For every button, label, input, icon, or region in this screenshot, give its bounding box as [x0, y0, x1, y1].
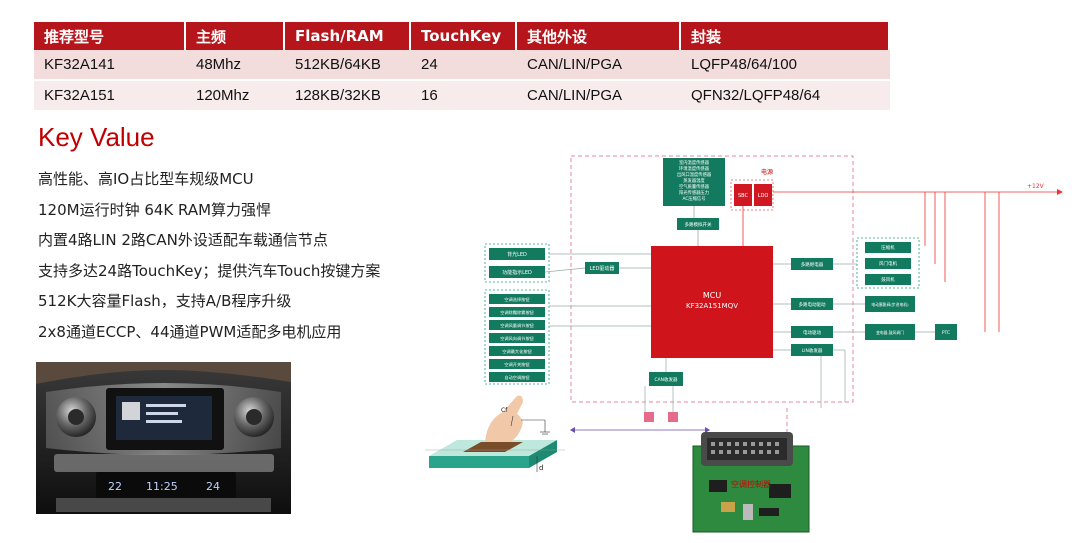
table-row: KF32A151 120Mhz 128KB/32KB 16 CAN/LIN/PG… — [34, 81, 890, 110]
ecu-board-illustration: 空调控制器 — [692, 432, 810, 533]
spec-table: 推荐型号 主频 Flash/RAM TouchKey 其他外设 封装 KF32A… — [34, 22, 890, 110]
sensor-text: 环境温度传感器 — [679, 165, 710, 172]
ac-button-label: 自动空调按钮 — [504, 374, 529, 381]
column-header: 推荐型号 — [34, 22, 186, 50]
sensor-text: 室内温度传感器 — [679, 159, 710, 166]
motor-label: 电动膨胀阀(步进电机) — [871, 302, 909, 307]
led-label: 背光LED — [507, 251, 527, 258]
ldo-label: LDO — [758, 193, 769, 199]
table-cell: 16 — [411, 81, 517, 110]
list-item: 内置4路LIN 2路CAN外设适配车载通信节点 — [38, 231, 328, 249]
led-label: 功能指示LED — [502, 269, 532, 276]
motor-driver-block — [791, 298, 833, 310]
ac-button-label: 空调选择按钮 — [504, 296, 529, 303]
driver-label: LIN收发器 — [802, 347, 823, 354]
mcu-label: MCU — [703, 291, 721, 300]
table-row: KF32A141 48Mhz 512KB/64KB 24 CAN/LIN/PGA… — [34, 50, 890, 81]
power-label: 电源 — [761, 168, 773, 176]
lin-transceiver-block — [791, 344, 833, 356]
sensor-text: 阳光传感器压力 — [679, 189, 709, 196]
sbc-block — [734, 184, 752, 206]
car-time: 11:25 — [146, 480, 178, 493]
motor-label: 风门电机 — [879, 260, 897, 267]
controller-boundary — [570, 155, 854, 403]
car-dashboard-illustration: 11:25 22 24 — [36, 362, 291, 514]
list-item: 2x8通道ECCP、44通道PWM适配多电机应用 — [38, 322, 342, 341]
table-cell: QFN32/LQFP48/64 — [681, 81, 890, 110]
motor-label: PTC — [942, 330, 950, 336]
ac-button-label: 空调开关按钮 — [504, 361, 529, 368]
touch-sensor-illustration: Cf d — [425, 395, 565, 472]
column-header: 其他外设 — [517, 22, 681, 50]
driver-label: 多路电动驱动 — [799, 301, 826, 308]
car-dashboard-photo: 11:25 22 24 — [36, 362, 291, 514]
analog-switch-label: 多路模拟开关 — [685, 221, 712, 228]
sensor-text: 出风口温度传感器 — [677, 171, 712, 178]
table-cell: LQFP48/64/100 — [681, 50, 890, 81]
sbc-label: SBC — [738, 193, 749, 199]
list-item: 高性能、高IO占比型车规级MCU — [38, 170, 254, 188]
indicator-led-block — [489, 266, 545, 278]
mcu-part-label: KF32A151MQV — [686, 302, 738, 310]
led-driver-label: LED驱动器 — [590, 265, 615, 272]
table-cell: CAN/LIN/PGA — [517, 50, 681, 81]
column-header: 主频 — [186, 22, 285, 50]
table-cell: 120Mhz — [186, 81, 285, 110]
mcu-block — [651, 246, 773, 358]
car-temp-left: 22 — [108, 480, 122, 493]
sensor-text: AC压缩信号 — [682, 195, 705, 202]
ac-button-label: 空调风向调节按钮 — [500, 335, 534, 342]
backlight-led-block — [489, 248, 545, 260]
sensor-text: 空气质量传感器 — [679, 183, 710, 190]
can-transceiver-block — [649, 372, 683, 386]
table-cell: 48Mhz — [186, 50, 285, 81]
sensor-block — [663, 158, 725, 206]
list-item: 支持多达24路TouchKey；提供汽车Touch按键方案 — [38, 261, 381, 280]
can-label: CAN收发器 — [654, 376, 678, 383]
supply-label: +12V — [1027, 183, 1045, 190]
capacitance-label: Cf — [501, 407, 508, 414]
key-value-title: Key Value — [38, 122, 155, 152]
column-header: Flash/RAM — [285, 22, 411, 50]
column-header: 封装 — [681, 22, 890, 50]
feature-list: 高性能、高IO占比型车规级MCU 120M运行时钟 64K RAM算力强悍 内置… — [38, 164, 380, 347]
driver-label: 电动驱动 — [803, 329, 821, 336]
ac-button-label: 空调除霜除雾按钮 — [500, 309, 534, 316]
led-driver-block — [585, 262, 619, 274]
table-header-row: 推荐型号 主频 Flash/RAM TouchKey 其他外设 封装 — [34, 22, 890, 50]
driver-label: 多路继电器 — [801, 261, 824, 268]
motor-label: 压缩机 — [881, 244, 895, 251]
table-cell: 512KB/64KB — [285, 50, 411, 81]
table-cell: 128KB/32KB — [285, 81, 411, 110]
list-item: 120M运行时钟 64K RAM算力强悍 — [38, 200, 272, 219]
analog-switch-block — [677, 218, 719, 230]
distance-label: d — [539, 464, 543, 472]
ldo-block — [754, 184, 772, 206]
table-cell: 24 — [411, 50, 517, 81]
controller-label: 空调控制器 — [731, 479, 771, 489]
sensor-text: 蒸发器温度 — [683, 177, 705, 184]
table-cell: CAN/LIN/PGA — [517, 81, 681, 110]
motor-label: 鼓风机 — [881, 276, 895, 283]
relay-driver-block — [791, 258, 833, 270]
column-header: TouchKey — [411, 22, 517, 50]
motor-label: 变电器,鼓风调门 — [876, 330, 904, 335]
car-temp-right: 24 — [206, 480, 220, 493]
electric-driver-block — [791, 326, 833, 338]
ac-button-label: 空调最大化按钮 — [502, 348, 531, 355]
block-diagram: 室内温度传感器 环境温度传感器 出风口温度传感器 蒸发器温度 空气质量传感器 阳… — [425, 155, 1063, 533]
table-cell: KF32A141 — [34, 50, 186, 81]
table-cell: KF32A151 — [34, 81, 186, 110]
ac-button-label: 空调风量调节按钮 — [500, 322, 534, 329]
list-item: 512K大容量Flash，支持A/B程序升级 — [38, 292, 292, 310]
